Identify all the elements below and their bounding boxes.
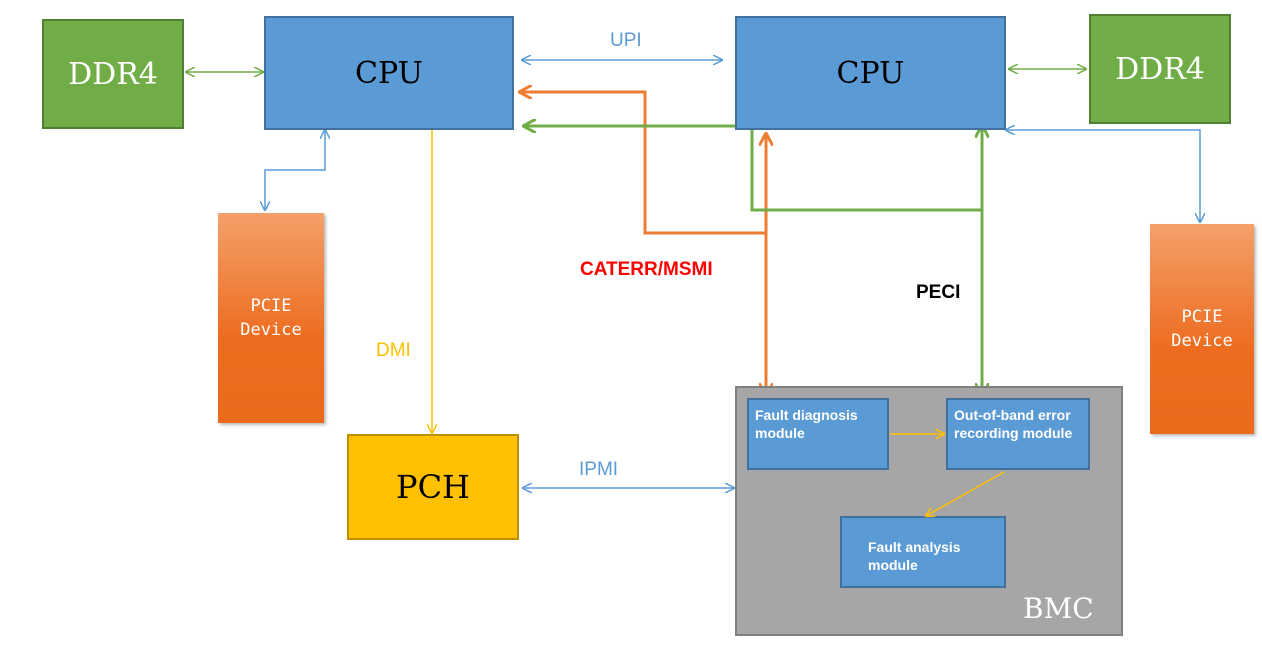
- ddr4-right: DDR4: [1089, 14, 1231, 124]
- dmi-label: DMI: [376, 340, 411, 361]
- pcie-device-right: PCIE Device: [1150, 224, 1254, 434]
- out-of-band-error-recording-module: Out-of-band error recording module: [946, 398, 1090, 470]
- upi-label: UPI: [610, 30, 642, 51]
- peci-line-to-left-cpu: [524, 126, 982, 212]
- ddr4-left: DDR4: [42, 19, 184, 129]
- pcie-left-link: [265, 130, 325, 210]
- recording-to-analysis-arrow: [926, 471, 1005, 516]
- pch: PCH: [347, 434, 519, 540]
- bmc-label: BMC: [1023, 592, 1094, 625]
- ipmi-label: IPMI: [579, 459, 619, 480]
- caterr-msmi-label: CATERR/MSMI: [580, 259, 713, 280]
- fault-analysis-module: Fault analysis module: [840, 516, 1006, 588]
- caterr-line-to-left-cpu: [520, 92, 766, 235]
- cpu-right: CPU: [735, 16, 1006, 130]
- fault-diagnosis-module: Fault diagnosis module: [747, 398, 889, 470]
- pcie-device-left: PCIE Device: [218, 213, 324, 423]
- cpu-left: CPU: [264, 16, 514, 130]
- pcie-right-link: [1006, 130, 1200, 222]
- peci-label: PECI: [916, 282, 961, 303]
